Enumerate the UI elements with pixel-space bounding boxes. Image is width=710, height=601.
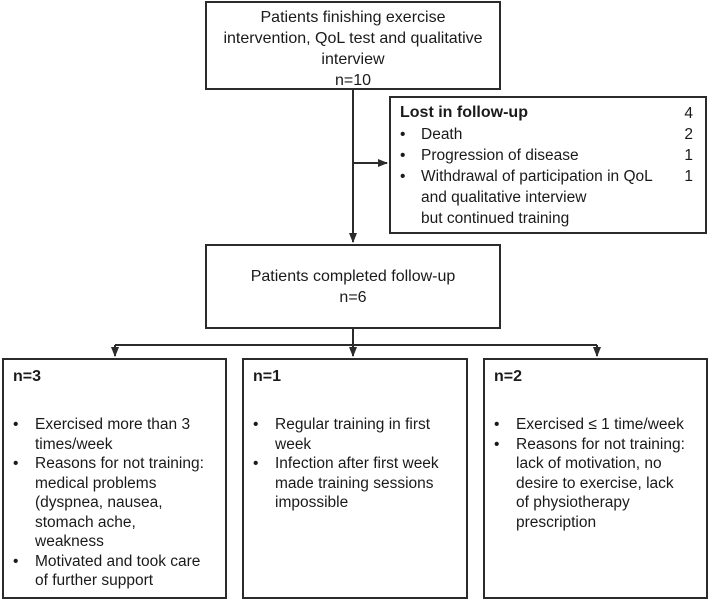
bullet-icon: •: [494, 435, 500, 453]
lost-item-label: and qualitative interview: [421, 189, 587, 206]
bullet-text: Infection after first week: [275, 455, 439, 472]
group-box-n3: n=3 • Exercised more than 3 times/week •…: [2, 358, 227, 599]
completed-box-count: n=6: [339, 289, 367, 306]
completed-box: Patients completed follow-up n=6: [205, 244, 501, 329]
bullet-icon: •: [400, 147, 406, 164]
lost-item-label: Withdrawal of participation in QoL: [421, 168, 653, 185]
group-title: n=2: [494, 368, 523, 385]
group-bullet: • Exercised more than 3 times/week: [13, 415, 219, 454]
group-box-n2: n=2 • Exercised ≤ 1 time/week • Reasons …: [483, 358, 708, 599]
group-bullet: • Reasons for not training: lack of moti…: [494, 435, 700, 533]
bullet-text: medical problems: [35, 474, 157, 492]
bullet-icon: •: [400, 126, 406, 143]
bullet-icon: •: [253, 455, 259, 472]
lost-item-label: Progression of disease: [421, 147, 579, 164]
group-bullet: • Regular training in first week: [253, 415, 460, 454]
bullet-text: Reasons for not training:: [516, 435, 685, 453]
bullet-text: desire to exercise, lack: [516, 474, 674, 492]
bullet-icon: •: [13, 455, 19, 472]
start-box: Patients finishing exercise intervention…: [205, 1, 501, 90]
group-box-n1: n=1 • Regular training in first week • I…: [242, 358, 468, 599]
lost-item: • Progression of disease 1: [400, 145, 693, 166]
lost-item: • Death 2: [400, 124, 693, 145]
bullet-icon: •: [253, 416, 259, 433]
lost-item-count: 1: [684, 168, 693, 185]
group-bullet: • Reasons for not training: medical prob…: [13, 454, 219, 552]
bullet-text: Exercised ≤ 1 time/week: [516, 416, 684, 433]
lost-item-count: 2: [684, 126, 693, 143]
start-box-count: n=10: [334, 72, 372, 89]
lost-follow-up-box: Lost in follow-up 4 • Death 2 • Progress…: [389, 96, 707, 234]
bullet-text: week: [275, 435, 312, 453]
lost-item-label: but continued training: [421, 210, 570, 227]
bullet-text: Reasons for not training:: [35, 455, 204, 472]
start-box-line: Patients finishing exercise: [260, 9, 446, 26]
bullet-text: weakness: [35, 533, 104, 550]
group-title: n=3: [13, 368, 42, 385]
start-box-line: intervention, QoL test and qualitative: [223, 30, 483, 47]
lost-header-row: Lost in follow-up 4: [400, 103, 693, 124]
bullet-text: times/week: [35, 435, 113, 453]
bullet-icon: •: [13, 416, 19, 433]
lost-total: 4: [684, 105, 693, 122]
lost-item-label: Death: [421, 126, 463, 143]
bullet-text: stomach ache,: [35, 513, 136, 531]
bullet-icon: •: [400, 168, 406, 185]
bullet-icon: •: [13, 552, 19, 570]
bullet-text: Exercised more than 3: [35, 416, 191, 433]
group-bullet: • Exercised ≤ 1 time/week: [494, 415, 700, 435]
group-title: n=1: [253, 368, 282, 385]
completed-box-label: Patients completed follow-up: [250, 268, 456, 285]
lost-item-continuation: but continued training: [400, 208, 693, 229]
bullet-text: (dyspnea, nausea,: [35, 494, 163, 511]
bullet-text: of further support: [35, 572, 154, 589]
bullet-text: Motivated and took care: [35, 552, 201, 570]
group-bullet: • Motivated and took care of further sup…: [13, 552, 219, 591]
start-box-line: interview: [321, 51, 385, 68]
lost-title: Lost in follow-up: [400, 104, 528, 121]
group-bullet: • Infection after first week made traini…: [253, 454, 460, 513]
lost-item: • Withdrawal of participation in QoL 1: [400, 166, 693, 187]
bullet-text: Regular training in first: [275, 416, 431, 433]
bullet-text: prescription: [516, 513, 597, 531]
lost-item-count: 1: [684, 147, 693, 164]
bullet-text: lack of motivation, no: [516, 455, 662, 472]
bullet-icon: •: [494, 416, 500, 433]
bullet-text: of physiotherapy: [516, 494, 630, 511]
bullet-text: made training sessions: [275, 474, 434, 492]
lost-item-continuation: and qualitative interview: [400, 187, 693, 208]
bullet-text: impossible: [275, 494, 349, 511]
